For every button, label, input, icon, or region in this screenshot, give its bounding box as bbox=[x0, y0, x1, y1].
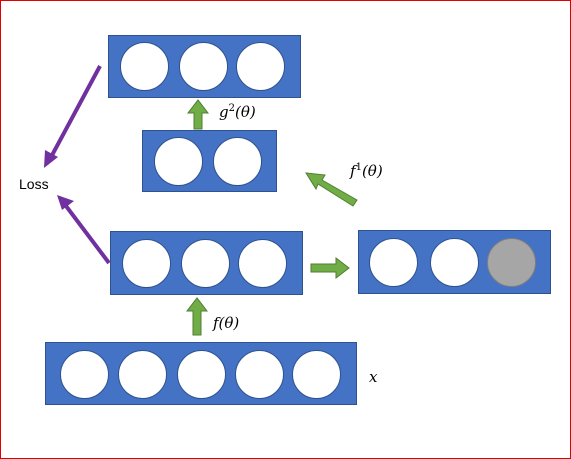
top-layer bbox=[108, 35, 301, 98]
top-node bbox=[179, 42, 228, 91]
hidden-node bbox=[181, 239, 230, 288]
input-node bbox=[118, 350, 167, 399]
masked-node bbox=[369, 238, 418, 287]
g2-sup: 2 bbox=[228, 103, 235, 114]
g2-arg: (θ) bbox=[234, 103, 256, 121]
hidden-node bbox=[122, 239, 171, 288]
hidden-layer bbox=[110, 231, 303, 295]
f1-base: f bbox=[350, 162, 356, 180]
masked-node-shaded bbox=[487, 238, 536, 287]
arrow-up-g2-icon bbox=[186, 99, 210, 130]
g2-theta-label: g2(θ) bbox=[219, 103, 256, 121]
arrow-hidden-to-loss-icon bbox=[61, 200, 111, 265]
loss-label: Loss bbox=[19, 176, 49, 192]
f-theta-label: f(θ) bbox=[213, 314, 240, 332]
middle-node bbox=[154, 137, 203, 186]
middle-layer bbox=[142, 130, 277, 192]
g2-base: g bbox=[219, 103, 229, 121]
masked-node bbox=[430, 238, 479, 287]
top-node bbox=[120, 42, 169, 91]
hidden-node bbox=[238, 239, 287, 288]
f1-arg: (θ) bbox=[361, 162, 383, 180]
top-node bbox=[236, 42, 285, 91]
input-node bbox=[292, 350, 341, 399]
f1-theta-label: f1(θ) bbox=[350, 162, 383, 180]
f1-sup: 1 bbox=[355, 162, 362, 173]
input-node bbox=[60, 350, 109, 399]
x-label: x bbox=[369, 368, 378, 386]
input-node bbox=[177, 350, 226, 399]
arrow-up-f-icon bbox=[185, 297, 209, 336]
arrow-right-icon bbox=[310, 256, 350, 280]
arrow-top-to-loss-icon bbox=[48, 65, 102, 160]
masked-layer bbox=[358, 230, 551, 294]
arrow-diagonal-f1-icon bbox=[305, 172, 358, 207]
middle-node bbox=[213, 137, 262, 186]
input-node bbox=[235, 350, 284, 399]
input-layer bbox=[45, 342, 357, 405]
